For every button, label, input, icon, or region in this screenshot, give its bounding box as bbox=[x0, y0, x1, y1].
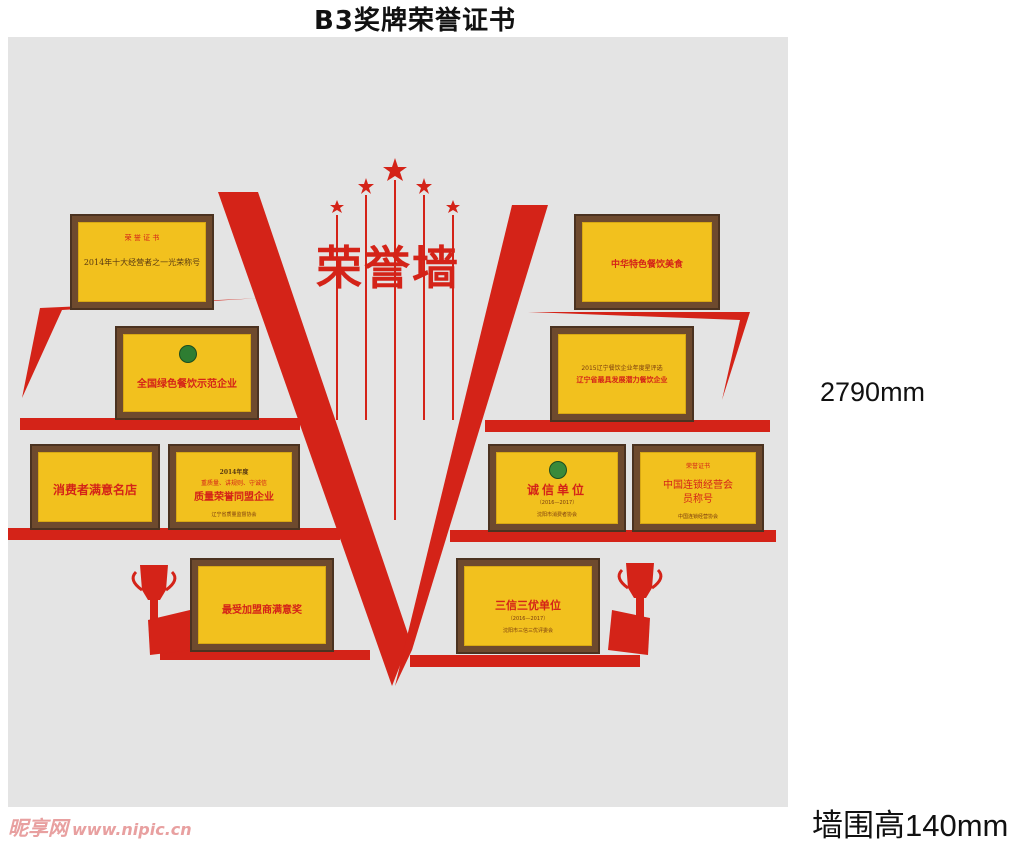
plaque-subtitle: 2015辽宁餐饮企业年度星评选 bbox=[581, 365, 663, 372]
plaque-issuer: 沈阳市三信三优评委会 bbox=[502, 628, 553, 634]
page-title: B3奖牌荣誉证书 bbox=[314, 6, 516, 36]
dimension-width-label: 墙围高140mm bbox=[812, 808, 1009, 843]
trophy-icon bbox=[131, 565, 192, 655]
star-icon bbox=[330, 200, 344, 213]
plaque-quality-alliance: 2014年度 重质量、讲规则、守诚信 质量荣誉同盟企业 辽宁省质量监督协会 bbox=[168, 444, 300, 530]
plaque-title: 2014年十大经营者之一光荣称号 bbox=[83, 258, 201, 267]
plaque-issuer: 沈阳市消费者协会 bbox=[536, 512, 577, 518]
plaque-title: 质量荣誉同盟企业 bbox=[194, 492, 274, 503]
plaque-issuer: 辽宁省质量监督协会 bbox=[211, 512, 257, 518]
stars bbox=[330, 158, 460, 213]
plaque-heading: 荣 誉 证 书 bbox=[124, 234, 160, 242]
watermark-brand: 昵享网 bbox=[8, 816, 68, 840]
v-left-arm bbox=[218, 192, 410, 686]
left-shelf-2 bbox=[8, 528, 340, 540]
plaque-title: 全国绿色餐饮示范企业 bbox=[137, 379, 237, 390]
plaque-subtitle: 重质量、讲规则、守诚信 bbox=[200, 480, 267, 487]
plaque-honor-certificate: 荣 誉 证 书 2014年十大经营者之一光荣称号 bbox=[70, 214, 214, 310]
left-shelf-top bbox=[22, 298, 262, 398]
plaque-year: 2014年度 bbox=[219, 469, 249, 476]
plaque-three-credit: 三信三优单位 （2016—2017） 沈阳市三信三优评委会 bbox=[456, 558, 600, 654]
plaque-issuer: 中国连锁经营协会 bbox=[677, 514, 718, 520]
plaque-chinese-cuisine: 中华特色餐饮美食 bbox=[574, 214, 720, 310]
rays bbox=[336, 180, 454, 520]
star-icon bbox=[416, 178, 432, 194]
plaque-chain-operation: 荣誉证书 中国连锁经营会员称号 中国连锁经营协会 bbox=[632, 444, 764, 532]
dimension-height-label: 2790mm bbox=[820, 377, 926, 407]
star-icon bbox=[383, 158, 407, 181]
plaque-development-potential: 2015辽宁餐饮企业年度星评选 辽宁省最具发展潜力餐饮企业 bbox=[550, 326, 694, 422]
tree-emblem-icon bbox=[179, 345, 197, 363]
left-shelf-1 bbox=[20, 418, 300, 430]
plaque-title: 诚信单位 bbox=[526, 483, 587, 497]
star-icon bbox=[446, 200, 460, 213]
plaque-title: 消费者满意名店 bbox=[52, 483, 137, 497]
wall-title: 荣誉墙 bbox=[316, 241, 460, 295]
plaque-period: （2016—2017） bbox=[536, 500, 578, 506]
plaque-consumer-satisfaction: 消费者满意名店 bbox=[30, 444, 160, 530]
left-shelf-3 bbox=[160, 650, 370, 660]
right-shelf-3 bbox=[410, 655, 640, 667]
plaque-title: 最受加盟商满意奖 bbox=[222, 605, 302, 616]
trophy-icon bbox=[608, 563, 663, 655]
right-shelf-1 bbox=[485, 420, 770, 432]
plaque-period: （2016—2017） bbox=[507, 616, 549, 622]
seal-emblem-icon bbox=[549, 461, 567, 479]
plaque-heading: 荣誉证书 bbox=[685, 463, 710, 470]
v-right-arm bbox=[395, 205, 548, 686]
plaque-integrity-unit: 诚信单位 （2016—2017） 沈阳市消费者协会 bbox=[488, 444, 626, 532]
plaque-title: 三信三优单位 bbox=[495, 599, 561, 612]
star-icon bbox=[358, 178, 374, 194]
plaque-green-catering: 全国绿色餐饮示范企业 bbox=[115, 326, 259, 420]
plaque-title: 中华特色餐饮美食 bbox=[610, 260, 683, 270]
watermark-url: www.nipic.cn bbox=[72, 820, 192, 839]
plaque-title: 中国连锁经营会员称号 bbox=[663, 480, 733, 505]
plaque-franchise-satisfaction: 最受加盟商满意奖 bbox=[190, 558, 334, 652]
right-shelf-2 bbox=[450, 530, 776, 542]
plaque-title: 辽宁省最具发展潜力餐饮企业 bbox=[576, 375, 668, 384]
